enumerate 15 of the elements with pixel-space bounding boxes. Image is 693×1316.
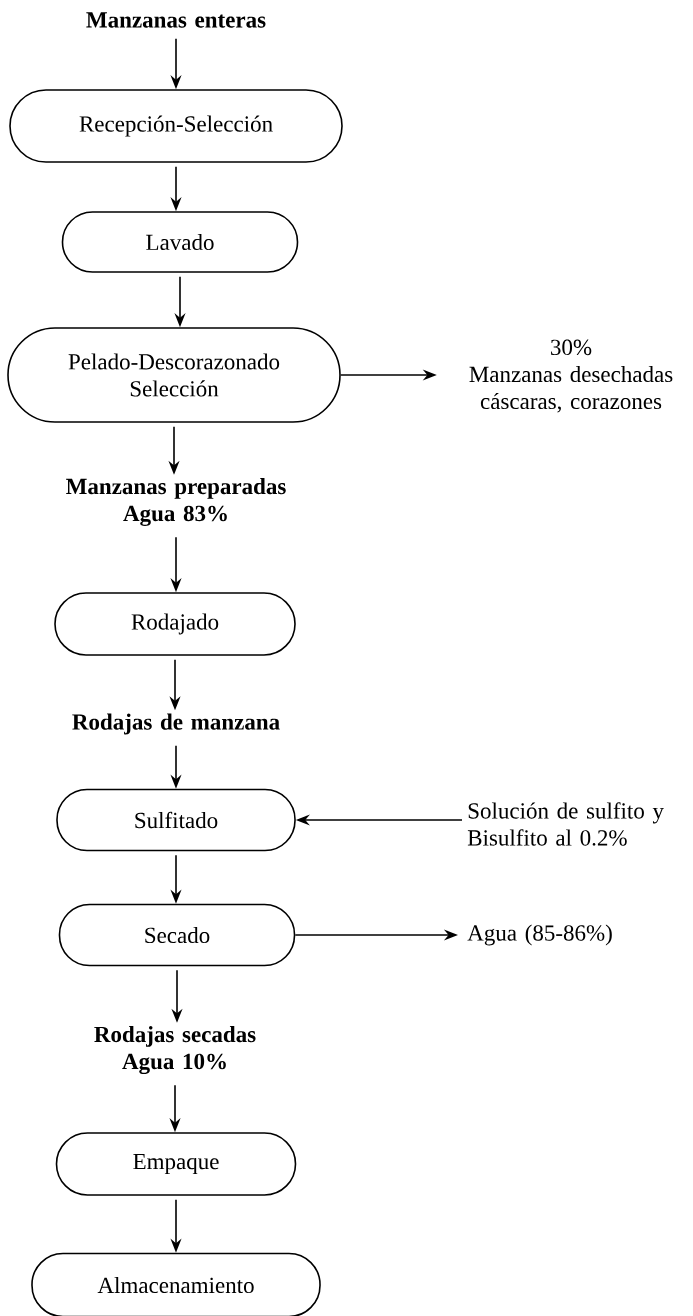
process-box: Pelado-Descorazonado Selección	[7, 327, 341, 423]
output-text: 30% Manzanas desechadas cáscaras, corazones	[469, 339, 673, 413]
process-box: Empaque	[55, 1132, 297, 1196]
stream-label: Rodajas secadas Agua 10%	[94, 1026, 256, 1075]
process-box: Secado	[58, 903, 296, 967]
output-text: Solución de sulfito y Bisulfito al 0.2%	[467, 802, 664, 846]
stream-label: Manzanas preparadas Agua 83%	[66, 478, 286, 527]
process-box: Rodajado	[54, 592, 296, 656]
process-box: Sulfitado	[56, 788, 296, 852]
process-box: Lavado	[61, 211, 299, 273]
output-text: Agua (85-86%)	[467, 924, 612, 946]
process-box: Recepción-Selección	[9, 89, 343, 163]
stream-label: Rodajas de manzana	[72, 713, 280, 735]
stream-label: Manzanas enteras	[86, 12, 266, 28]
process-box: Almacenamiento	[31, 1252, 321, 1316]
